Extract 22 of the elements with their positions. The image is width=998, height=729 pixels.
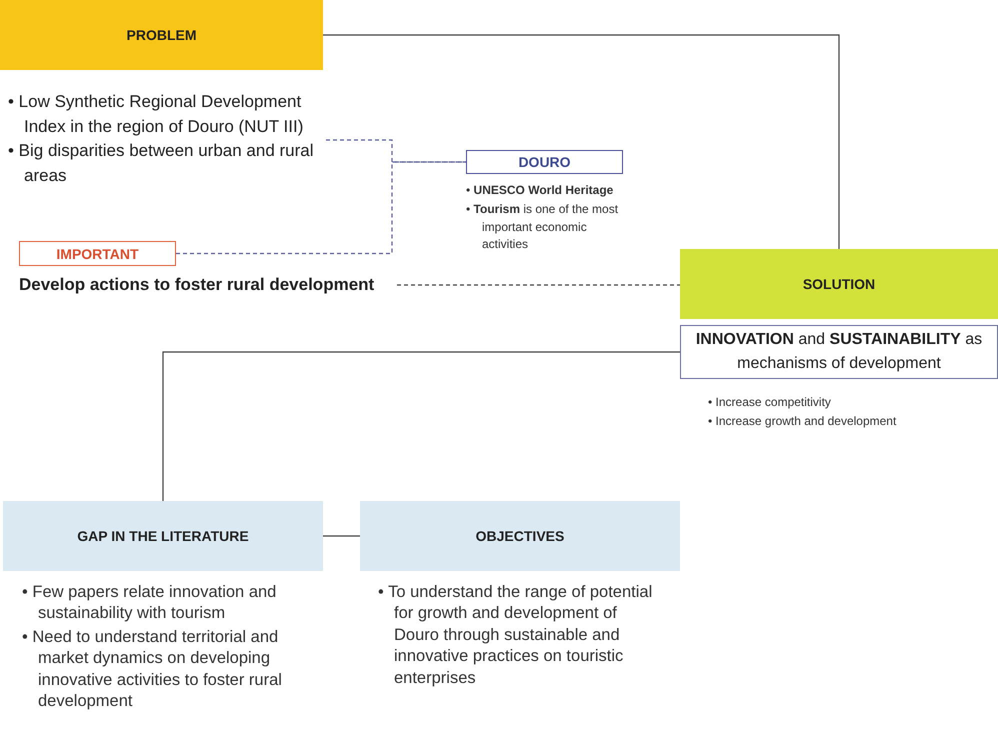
header-box: GAP IN THE LITERATURE	[3, 501, 323, 571]
bullet-text: • UNESCO World Heritage	[466, 182, 614, 199]
highlight-box: INNOVATION and SUSTAINABILITY as mechanisms of development	[680, 325, 998, 379]
bullet-text: • Few papers relate innovation and sustainability with tourism	[22, 582, 278, 624]
dashed-connector	[176, 161, 466, 254]
bullet-text: • Low Synthetic Regional Development Index in the region of Douro (NUT III)	[8, 91, 304, 138]
connector-line	[323, 34, 840, 249]
header-box: SOLUTION	[680, 249, 998, 319]
connector-line	[162, 351, 680, 501]
bullet-text: • Need to understand territorial and market dynamics on developing innovative activities to foster rural development	[22, 626, 283, 712]
dashed-connector	[397, 284, 680, 286]
label-box: DOURO	[466, 150, 623, 174]
connector-line	[323, 535, 360, 537]
bullet-text: • Tourism is one of the most important economic activities	[466, 201, 620, 254]
bullet-text: • To understand the range of potential for growth and development of Douro through sustainable and innovative practices on touristic enterprises	[378, 582, 653, 689]
bullet-text: • Increase competitivity	[708, 394, 832, 411]
header-box: PROBLEM	[0, 0, 323, 70]
statement-text: Develop actions to foster rural development	[19, 274, 397, 296]
header-box: OBJECTIVES	[360, 501, 680, 571]
bullet-text: • Big disparities between urban and rural areas	[8, 140, 315, 187]
bullet-text: • Increase growth and development	[708, 413, 898, 430]
label-box: IMPORTANT	[19, 241, 176, 266]
